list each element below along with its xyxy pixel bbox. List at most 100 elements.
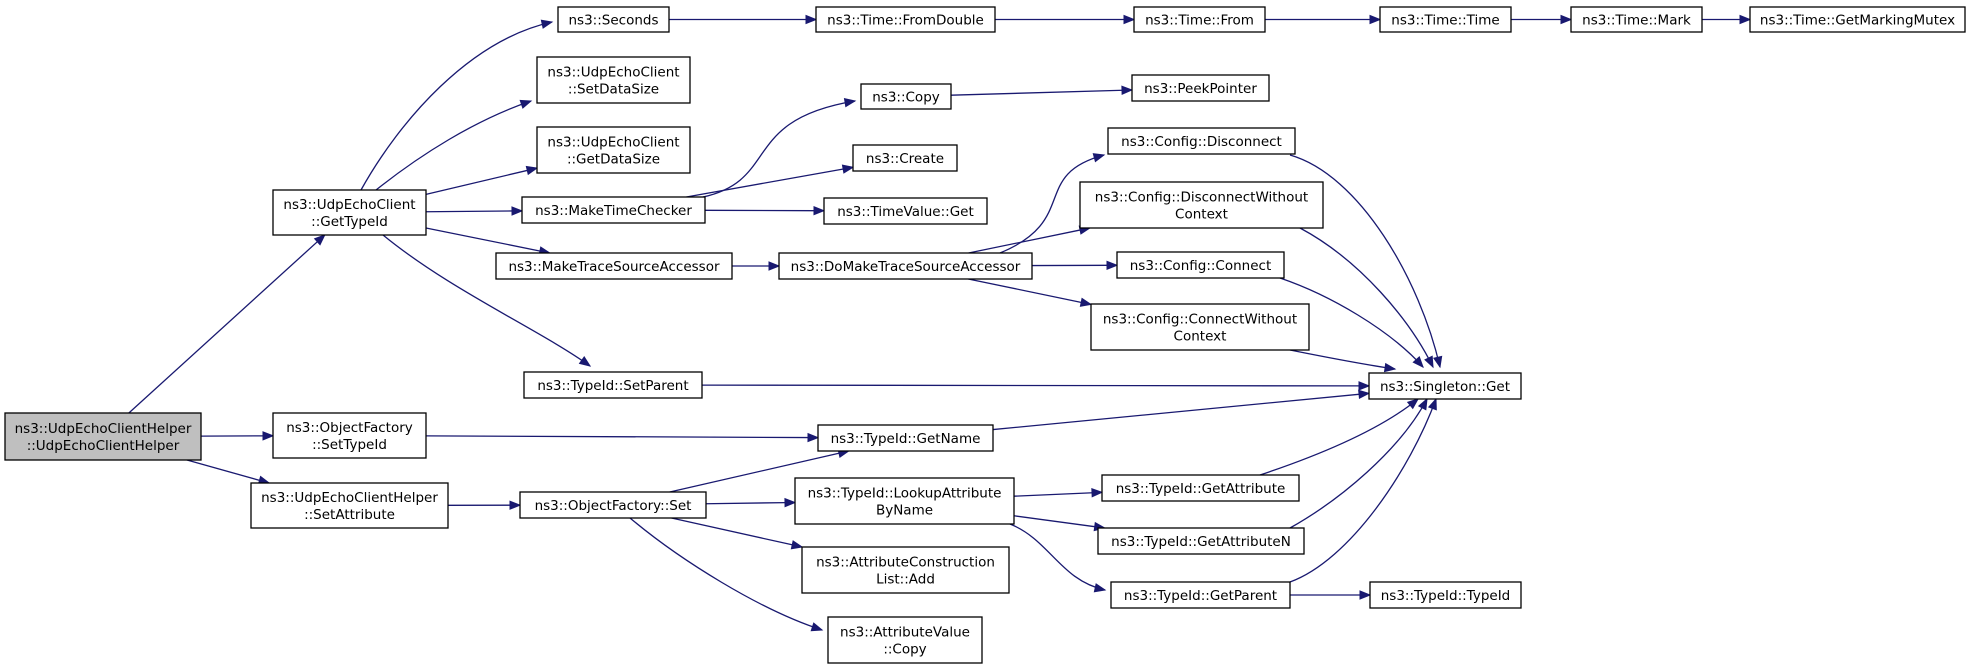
node-gettypeid[interactable]: ns3::UdpEchoClient::GetTypeId: [272, 189, 427, 236]
arrowhead-icon: [1427, 397, 1437, 411]
arrowhead-icon: [509, 500, 522, 510]
node-singleton[interactable]: ns3::Singleton::Get: [1368, 372, 1522, 400]
arrowhead-icon: [1092, 153, 1106, 163]
node-timetime[interactable]: ns3::Time::Time: [1379, 6, 1512, 33]
node-of_set[interactable]: ns3::ObjectFactory::Set: [519, 491, 707, 519]
node-seconds[interactable]: ns3::Seconds: [557, 6, 670, 33]
node-setparent[interactable]: ns3::TypeId::SetParent: [523, 371, 703, 399]
edge-line: [1289, 398, 1428, 529]
edge-timefrom-to-timetime: [1265, 14, 1382, 25]
node-label-line: ns3::Time::Mark: [1582, 13, 1691, 29]
node-fromdouble[interactable]: ns3::Time::FromDouble: [815, 6, 996, 33]
edge-line: [992, 393, 1361, 431]
edge-gettypeid-to-setparent: [382, 234, 592, 367]
arrowhead-icon: [813, 205, 826, 216]
node-av_copy[interactable]: ns3::AttributeValue::Copy: [827, 616, 983, 664]
arrowhead-icon: [1412, 356, 1424, 369]
edge-line: [425, 435, 810, 439]
arrowhead-icon: [1424, 355, 1434, 369]
edge-line: [968, 229, 1082, 254]
edge-getattributen-to-singleton: [1289, 397, 1428, 529]
node-getattributen[interactable]: ns3::TypeId::GetAttributeN: [1097, 527, 1305, 555]
edge-line: [425, 227, 542, 252]
node-disconnect[interactable]: ns3::Config::Disconnect: [1107, 127, 1296, 155]
node-box: [1369, 581, 1522, 609]
node-getdatasize[interactable]: ns3::UdpEchoClient::GetDataSize: [536, 126, 691, 174]
edge-line: [360, 21, 553, 191]
edge-getparent-to-singleton: [1289, 397, 1437, 583]
node-root[interactable]: ns3::UdpEchoClientHelper::UdpEchoClientH…: [4, 412, 202, 461]
edge-line: [382, 234, 591, 367]
edge-line: [1279, 277, 1424, 368]
node-label-line: ns3::UdpEchoClient: [283, 197, 415, 213]
edge-line: [375, 100, 532, 191]
edge-line: [1013, 492, 1094, 497]
node-box: [827, 616, 983, 664]
node-box: [521, 196, 706, 224]
node-box: [1090, 303, 1310, 351]
edge-helper_setattr-to-of_set: [447, 500, 522, 510]
node-label-line: ns3::MakeTimeChecker: [535, 203, 692, 219]
arrowhead-icon: [843, 98, 857, 108]
node-typeidtypeid[interactable]: ns3::TypeId::TypeId: [1369, 581, 1522, 609]
edge-of_set-to-lookupattr: [705, 497, 797, 508]
edge-line: [669, 452, 841, 493]
node-timemark[interactable]: ns3::Time::Mark: [1570, 6, 1703, 33]
node-maketsa[interactable]: ns3::MakeTraceSourceAccessor: [495, 252, 733, 280]
node-label-line: ns3::Time::GetMarkingMutex: [1760, 13, 1955, 29]
edge-line: [1299, 227, 1434, 368]
node-label-line: Context: [1174, 329, 1227, 345]
node-getmarkingmutex[interactable]: ns3::Time::GetMarkingMutex: [1749, 6, 1966, 33]
node-helper_setattr[interactable]: ns3::UdpEchoClientHelper::SetAttribute: [250, 482, 449, 529]
edge-gettypeid-to-seconds: [360, 19, 554, 191]
node-maketimechecker[interactable]: ns3::MakeTimeChecker: [521, 196, 706, 224]
edge-getname-to-singleton: [992, 389, 1371, 431]
node-label-line: ns3::Config::Connect: [1130, 258, 1272, 274]
node-label-line: ns3::AttributeConstruction: [816, 555, 995, 571]
edge-maketimechecker-to-create: [686, 164, 855, 198]
arrowhead-icon: [1383, 362, 1397, 373]
node-label-line: ns3::TypeId::LookupAttribute: [808, 486, 1002, 502]
edge-line: [1013, 515, 1096, 528]
node-box: [1379, 6, 1512, 33]
edge-line: [1289, 398, 1437, 583]
node-setdatasize[interactable]: ns3::UdpEchoClient::SetDataSize: [536, 56, 691, 104]
arrowhead-icon: [1091, 488, 1104, 498]
edge-maketimechecker-to-copy: [702, 98, 857, 198]
node-timefrom[interactable]: ns3::Time::From: [1133, 6, 1266, 33]
node-getattribute[interactable]: ns3::TypeId::GetAttribute: [1101, 474, 1300, 502]
edge-copy-to-peekpointer: [950, 85, 1134, 96]
node-peekpointer[interactable]: ns3::PeekPointer: [1131, 74, 1270, 102]
node-label-line: ns3::MakeTraceSourceAccessor: [508, 259, 719, 275]
arrowhead-icon: [768, 261, 781, 271]
node-getparent[interactable]: ns3::TypeId::GetParent: [1110, 581, 1291, 609]
node-timevalueget[interactable]: ns3::TimeValue::Get: [823, 197, 988, 225]
node-create[interactable]: ns3::Create: [852, 144, 958, 172]
node-connect[interactable]: ns3::Config::Connect: [1116, 251, 1285, 279]
node-domaketsa[interactable]: ns3::DoMakeTraceSourceAccessor: [778, 252, 1033, 280]
node-getname[interactable]: ns3::TypeId::GetName: [817, 424, 994, 452]
node-copy[interactable]: ns3::Copy: [860, 83, 952, 110]
edge-domaketsa-to-connect: [1031, 260, 1119, 271]
arrowhead-icon: [1369, 14, 1382, 25]
node-label-line: ns3::Config::ConnectWithout: [1103, 312, 1297, 328]
arrowhead-icon: [1433, 355, 1443, 369]
edge-gettypeid-to-getdatasize: [425, 165, 539, 196]
edge-disconnectwc-to-singleton: [1299, 227, 1434, 369]
node-box: [860, 83, 952, 110]
node-box: [823, 197, 988, 225]
node-box: [1110, 581, 1291, 609]
node-label-line: ns3::TypeId::SetParent: [537, 378, 688, 394]
node-of_settypeid[interactable]: ns3::ObjectFactory::SetTypeId: [272, 412, 427, 459]
arrowhead-icon: [810, 622, 824, 632]
edge-timetime-to-timemark: [1511, 14, 1573, 25]
edge-getparent-to-typeidtypeid: [1290, 590, 1372, 600]
arrowhead-icon: [807, 432, 820, 443]
edge-domaketsa-to-connectwc: [968, 278, 1093, 307]
edge-lookupattr-to-getparent: [1009, 523, 1107, 593]
